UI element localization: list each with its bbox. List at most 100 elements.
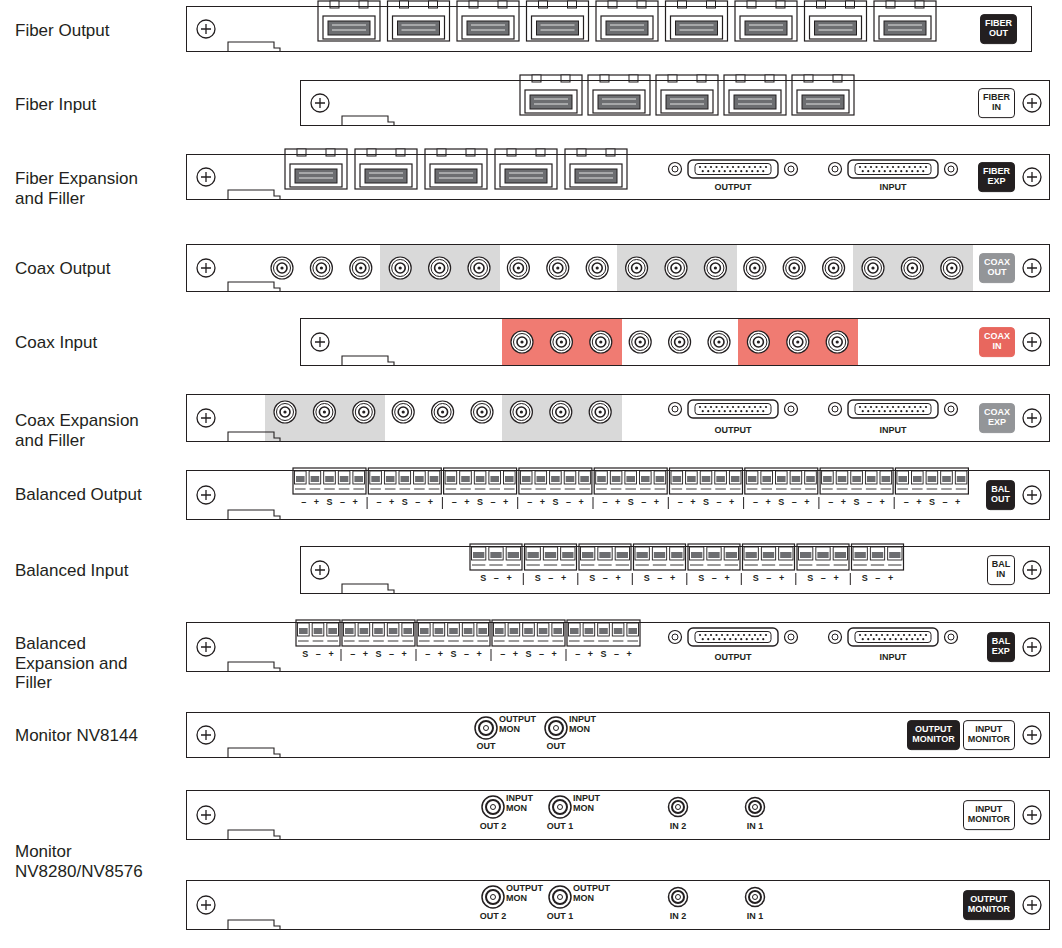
terminal-screw [490,476,499,482]
connector-label: S – + [698,574,729,584]
terminal-slot [561,565,574,566]
bnc-inner [438,407,448,417]
dsub-pin [884,410,886,412]
card-tab [228,510,280,519]
panel-screw [197,259,215,277]
dsub-pin [751,638,753,640]
connector-label: – + S – + [425,650,482,660]
terminal-slot [565,489,576,490]
bnc-pin [477,266,480,269]
terminal-slot [686,489,697,490]
terminal-slot [927,489,938,490]
bnc-ring [553,334,570,351]
group-separator [517,497,518,509]
terminal-screw [671,552,682,558]
dsub-pin [906,638,908,640]
sfp-cage [656,75,718,115]
screw-slot [315,337,325,347]
terminal-block [594,468,667,494]
dsub-pin [759,634,761,636]
terminal-slot [837,489,848,490]
dsub-pin [732,634,734,636]
dsub-pin [699,166,701,168]
terminal-block [368,468,441,494]
color-zone [738,318,858,366]
terminal-pin [537,623,549,636]
terminal-screw [449,628,458,634]
bnc-connector [350,257,372,279]
sfp-cage [457,1,519,41]
dsub-pin [897,406,899,408]
dsub-pin [922,638,924,640]
bnc-inner [359,407,369,417]
terminal-slot [636,565,649,566]
panel-screw [1023,168,1041,186]
connector-label: S – + [302,650,333,660]
bnc-inner [789,263,799,273]
terminal-screw [508,552,519,558]
terminal-screw [386,476,395,482]
screw-slot [1027,565,1037,575]
bnc-pin [480,410,483,413]
terminal-slot [670,565,683,566]
screw-slot [315,565,325,575]
connector-label: INPUT MON [506,794,533,814]
dsub-screw [829,403,842,416]
screw-head [197,896,215,914]
badge-group: INPUT MONITOR [963,800,1015,830]
bnc-outer [471,401,493,423]
cage-port [593,90,645,113]
group-separator [416,649,417,661]
cage-port [360,164,412,187]
bnc-inner [632,263,642,273]
module-panel: Coax InputCOAX IN [300,318,1050,366]
monitor-jack [549,796,571,818]
terminal-body [579,544,631,570]
bnc-connector [429,257,451,279]
terminal-body [797,544,849,570]
screw-slot [201,413,211,423]
sfp-cage [666,1,728,41]
module-name: Balanced Expansion and Filler [15,634,165,693]
screw-slot [1027,490,1037,500]
bnc-pin [559,410,562,413]
screw-head [197,638,215,656]
terminal-slot [627,641,638,642]
terminal-screw [716,476,725,482]
screw-head [1023,896,1041,914]
bnc-pin [520,410,523,413]
terminal-pin [700,471,712,484]
module-name: Fiber Output [15,21,165,41]
terminal-screw [430,476,439,482]
bnc-inner [595,407,605,417]
terminal-screw [626,476,635,482]
card-tab [342,116,394,125]
cage-socket [606,21,648,35]
dsub-pin [721,406,723,408]
terminal-pin [833,547,847,560]
terminal-screw [942,476,951,482]
dsub-pin [704,634,706,636]
monitor-jack [746,798,765,817]
terminal-pin [598,623,610,636]
terminal-pin [724,547,738,560]
bnc-pin [796,340,799,343]
cage-lines [299,173,333,178]
screw-head [311,333,329,351]
cage-socket [598,95,640,109]
dsub-pin [702,410,704,412]
bnc-connector [550,401,572,423]
bnc-pin [717,340,720,343]
cage-socket [467,21,509,35]
terminal-slot [581,565,594,566]
dsub-pin [895,170,897,172]
bnc-pin [911,266,914,269]
dsub-pin [864,406,866,408]
dsub-pin [762,410,764,412]
jack-outer [475,717,497,739]
color-zone [853,244,973,292]
terminal-pin [445,471,457,484]
terminal-pin [324,471,336,484]
terminal-screw [585,628,594,634]
dsub-pin [735,170,737,172]
